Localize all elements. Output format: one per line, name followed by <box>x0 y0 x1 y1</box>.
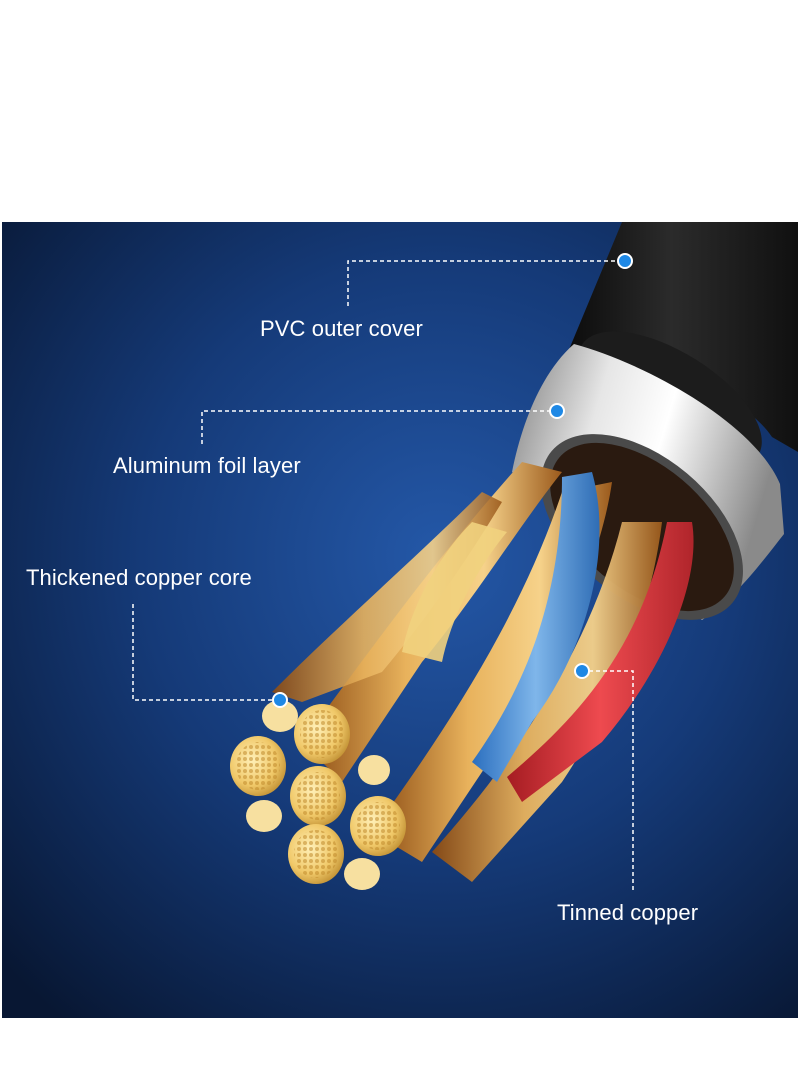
core-callout-line <box>132 604 280 701</box>
aluminum-foil-layer-label: Aluminum foil layer <box>113 453 301 478</box>
solid-core-end <box>344 858 380 890</box>
strand-end <box>294 704 350 764</box>
solid-core-end <box>246 800 282 832</box>
callout-dot-icon <box>549 403 565 419</box>
tinned-copper-label: Tinned copper <box>557 900 699 925</box>
cable-illustration <box>2 222 798 1018</box>
pvc-outer-cover-label: PVC outer cover <box>260 316 423 341</box>
callout-lines <box>132 260 634 890</box>
thickened-copper-core-label: Thickened copper core <box>26 565 252 590</box>
cable-diagram-panel: PVC outer cover Aluminum foil layer Thic… <box>2 222 798 1018</box>
yellow-strand <box>402 522 507 662</box>
red-insulated-wire <box>507 522 694 802</box>
copper-core-ends <box>230 700 406 890</box>
tinned-callout-line <box>582 670 634 890</box>
foil-callout-line <box>201 410 557 444</box>
solid-core-end <box>262 700 298 732</box>
callout-dot-icon <box>574 663 590 679</box>
callout-dot-icon <box>617 253 633 269</box>
strand-end <box>290 766 346 826</box>
solid-core-end <box>358 755 390 785</box>
callout-dot-icon <box>272 692 288 708</box>
blue-insulated-wire <box>472 472 600 782</box>
strand-end <box>230 736 286 796</box>
strand-end <box>350 796 406 856</box>
strand-end <box>288 824 344 884</box>
pvc-callout-line <box>347 260 625 306</box>
callout-dots <box>272 253 633 708</box>
